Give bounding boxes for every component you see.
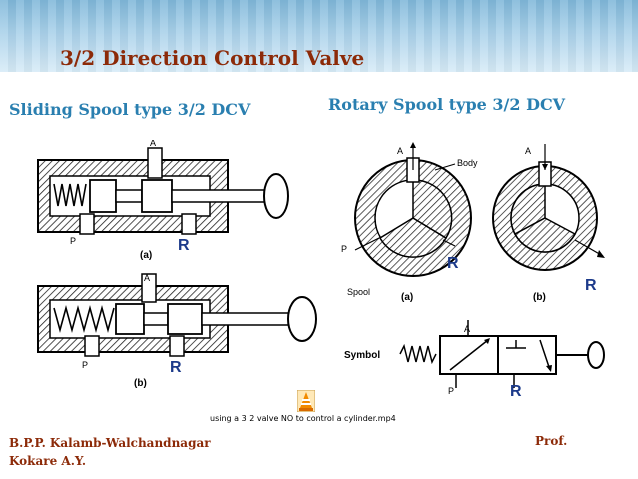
rotary-port-r-label: R <box>447 255 459 272</box>
rotary-spool-heading: Rotary Spool type 3/2 DCV <box>328 95 566 114</box>
footer-institution-line1: B.P.P. Kalamb-Walchandnagar <box>9 436 211 450</box>
port-p-label-b: P <box>82 360 88 370</box>
sliding-spool-diagram-b: A P R (b) <box>30 272 325 392</box>
rotary-port-r-label-2: R <box>585 277 597 294</box>
sliding-spool-heading: Sliding Spool type 3/2 DCV <box>9 100 251 119</box>
rotary-port-a-label: A <box>397 146 403 156</box>
media-file-link[interactable]: using a 3 2 valve NO to control a cylind… <box>210 414 396 423</box>
rotary-port-a-label-2: A <box>525 146 531 156</box>
caption-a: (a) <box>140 250 152 261</box>
footer-prof: Prof. <box>535 434 568 448</box>
body-label: Body <box>457 158 478 168</box>
footer-author-line2: Kokare A.Y. <box>9 454 87 468</box>
caption-b: (b) <box>134 378 147 389</box>
port-a-label: A <box>150 140 156 148</box>
spool-label: Spool <box>347 287 370 297</box>
symbol-port-a-label: A <box>464 324 470 334</box>
valve-symbol-diagram: Symbol A P R <box>340 318 615 396</box>
rotary-caption-b: (b) <box>533 292 546 303</box>
symbol-label: Symbol <box>344 350 380 361</box>
rotary-port-p-label: P <box>341 244 347 254</box>
port-r-label-b: R <box>170 359 182 376</box>
rotary-spool-diagram: A Body P R Spool (a) A R (b) <box>335 140 615 305</box>
port-p-label: P <box>70 236 76 246</box>
header-band <box>0 0 638 72</box>
port-r-label: R <box>178 237 190 254</box>
symbol-port-p-label: P <box>448 386 454 396</box>
sliding-spool-diagram-a: A P R (a) <box>30 140 300 270</box>
slide-title: 3/2 Direction Control Valve <box>60 46 365 70</box>
port-a-label-b: A <box>144 273 150 283</box>
vlc-cone-icon[interactable] <box>297 390 315 412</box>
footer-institution: B.P.P. Kalamb-Walchandnagar Kokare A.Y. <box>9 434 211 470</box>
rotary-caption-a: (a) <box>401 292 413 303</box>
symbol-port-r-label: R <box>510 383 522 396</box>
